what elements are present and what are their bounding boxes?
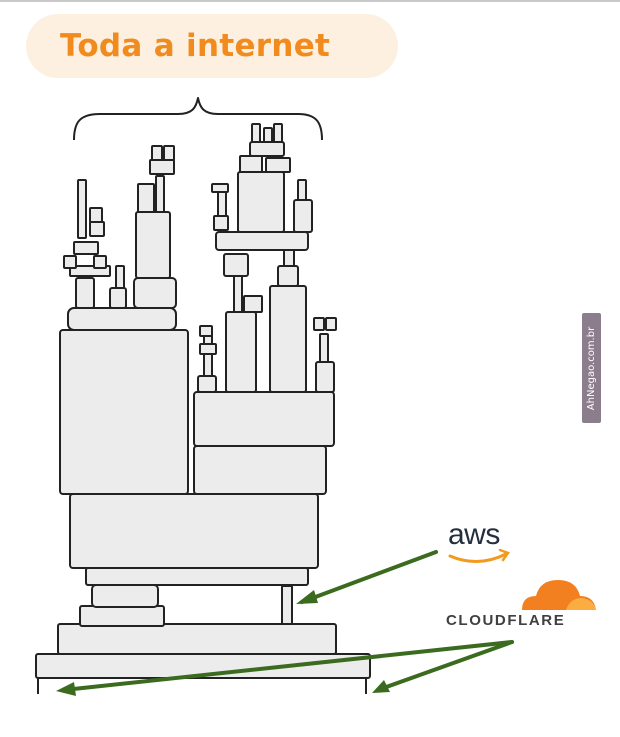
right-lower-block xyxy=(193,445,327,495)
watermark: AhNegao.com.br xyxy=(582,313,601,423)
right-mid-block xyxy=(193,391,335,447)
page-title: Toda a internet xyxy=(60,28,331,64)
watermark-text: AhNegao.com.br xyxy=(586,326,597,410)
cloudflare-label: CLOUDFLARE xyxy=(446,612,566,629)
wide-block xyxy=(69,493,319,569)
base-slab-2 xyxy=(57,623,337,655)
low-block xyxy=(79,605,165,627)
tiny-support-pillar xyxy=(281,585,293,625)
arrow-head-right xyxy=(372,680,390,693)
top-border xyxy=(0,0,620,2)
arrow-head-left xyxy=(56,682,76,696)
title-banner: Toda a internet xyxy=(26,14,398,78)
cloudflare-cloud-icon xyxy=(522,580,596,610)
shelf xyxy=(85,567,309,586)
arrow-head-aws xyxy=(296,590,318,604)
arrows xyxy=(62,550,514,692)
big-left-block xyxy=(59,329,189,495)
aws-label: aws xyxy=(448,518,500,551)
curly-brace-icon xyxy=(73,97,323,141)
aws-logo-icon xyxy=(448,548,510,563)
low-block-2 xyxy=(91,584,159,608)
left-cap xyxy=(67,307,177,331)
